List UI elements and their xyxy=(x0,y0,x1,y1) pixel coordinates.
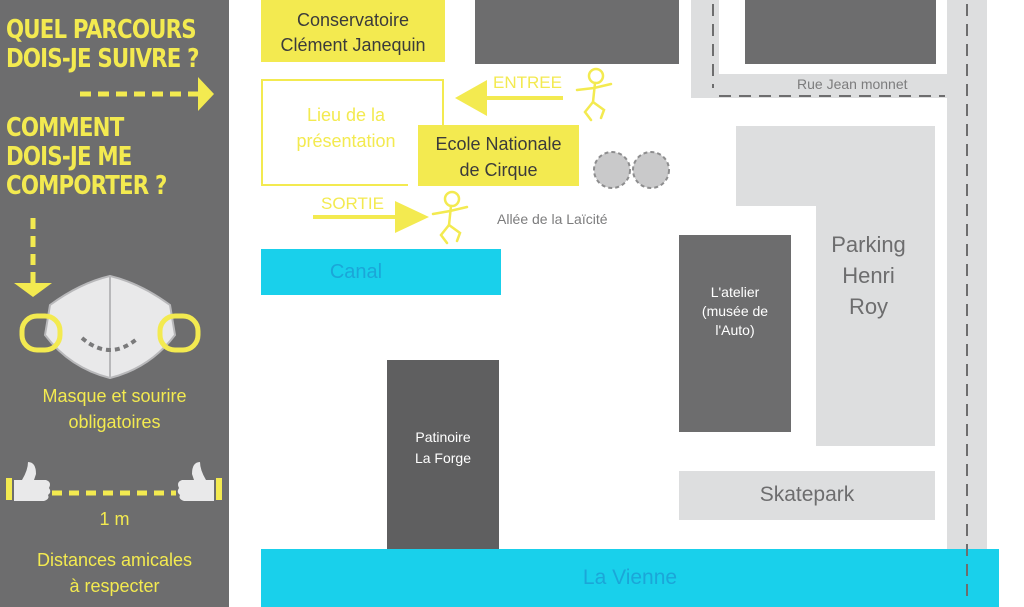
parking-henri-roy xyxy=(816,126,935,446)
entrance-gap xyxy=(408,125,418,186)
behave-question-line-2: DOIS-JE ME xyxy=(6,142,132,172)
parking-label-line-2: Henri xyxy=(842,263,895,288)
behave-question-line-3: COMPORTER ? xyxy=(6,171,167,201)
face-mask-icon xyxy=(19,274,201,380)
atelier-label-line-3: l'Auto) xyxy=(715,322,755,338)
map-graphics xyxy=(313,4,968,600)
rue-label: Rue Jean monnet xyxy=(797,76,908,92)
sortie-label: SORTIE xyxy=(321,194,384,213)
mask-text-line-1: Masque et sourire xyxy=(42,386,187,406)
building-top-left xyxy=(475,0,679,64)
behave-question-line-1: COMMENT xyxy=(6,113,124,143)
skatepark-label: Skatepark xyxy=(759,483,855,506)
mask-text-line-2: obligatoires xyxy=(68,412,161,432)
lieu-label-line-2: présentation xyxy=(296,131,396,151)
la-vienne-river xyxy=(261,549,999,607)
tree-icon xyxy=(593,151,631,189)
allee-label: Allée de la Laïcité xyxy=(497,211,608,227)
skatepark-area xyxy=(679,471,935,520)
stick-figure-icon xyxy=(575,67,613,122)
atelier-label-line-1: L'atelier xyxy=(710,284,760,300)
route-question-line-1: QUEL PARCOURS xyxy=(6,15,197,45)
parking-label-line-1: Parking xyxy=(831,232,906,257)
exit-arrow-icon xyxy=(313,201,429,233)
patinoire-label-line-2: La Forge xyxy=(414,450,472,466)
dashed-arrow-right-icon xyxy=(80,77,214,111)
legend-sidebar: QUEL PARCOURS DOIS-JE SUIVRE ? xyxy=(0,0,229,607)
vienne-label: La Vienne xyxy=(582,566,678,589)
thumbs-up-icon xyxy=(177,462,222,501)
conservatoire-label-line-2: Clément Janequin xyxy=(280,35,426,55)
rue-jean-monnet-road xyxy=(691,74,955,98)
distance-text-line-2: à respecter xyxy=(69,576,160,596)
dashed-arrow-down-icon xyxy=(14,218,52,297)
conservatoire-building xyxy=(261,0,445,62)
site-map: Conservatoire Clément Janequin Lieu de l… xyxy=(229,0,1024,607)
distance-text-line-1: Distances amicales xyxy=(36,550,193,570)
tree-icon xyxy=(632,151,670,189)
entrance-arrow-icon xyxy=(455,80,563,116)
atelier-building xyxy=(679,235,791,432)
parking-label-line-3: Roy xyxy=(848,294,889,319)
ecole-label-line-1: Ecole Nationale xyxy=(435,134,562,154)
lieu-label-line-1: Lieu de la xyxy=(306,105,386,125)
lieu-presentation-area xyxy=(261,79,444,186)
distance-value: 1 m xyxy=(99,509,130,529)
conservatoire-label-line-1: Conservatoire xyxy=(296,10,410,30)
ecole-label-line-2: de Cirque xyxy=(459,160,538,180)
building-top-right xyxy=(745,0,936,64)
canal-water xyxy=(261,249,501,295)
patinoire-building xyxy=(387,360,499,552)
patinoire-label-line-1: Patinoire xyxy=(415,429,471,445)
route-question-line-2: DOIS-JE SUIVRE ? xyxy=(6,44,199,74)
thumbs-up-icon xyxy=(6,462,51,501)
stick-figure-icon xyxy=(431,190,469,245)
entree-label: ENTREE xyxy=(493,73,562,92)
atelier-label-line-2: (musée de xyxy=(701,303,769,319)
sidebar-graphics xyxy=(6,77,222,501)
canal-label: Canal xyxy=(329,261,383,283)
